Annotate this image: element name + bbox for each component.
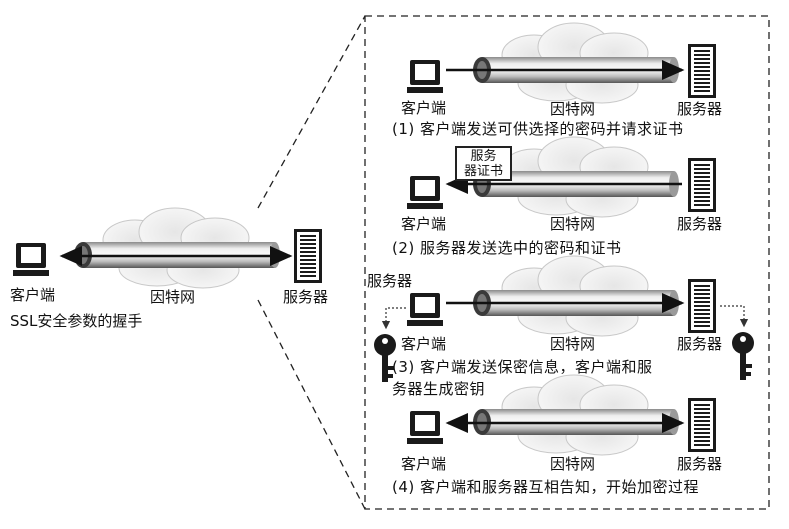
step2-internet-label: 因特网 (550, 215, 596, 233)
step1-pipe (472, 22, 680, 104)
step3-client-label: 客户端 (401, 335, 447, 353)
main-client-label: 客户端 (10, 286, 56, 304)
step4-client-label: 客户端 (401, 455, 447, 473)
key-icon-right (732, 332, 754, 380)
step3-caption-line-1: (3) 客户端发送保密信息，客户端和服 (392, 358, 653, 376)
computer-icon (13, 243, 49, 276)
step3-server-icon (687, 278, 717, 334)
key-link-right (720, 305, 749, 328)
step1-internet-label: 因特网 (550, 100, 596, 118)
key-link-left (381, 307, 406, 330)
step1-server-label: 服务器 (677, 100, 723, 118)
cert-line-2: 器证书 (463, 164, 503, 179)
step4-pipe (472, 374, 680, 456)
detail-dashed-box (364, 15, 770, 510)
step1-computer-icon (407, 60, 443, 93)
step4-caption: (4) 客户端和服务器互相告知，开始加密过程 (392, 478, 700, 496)
server-icon (293, 228, 323, 284)
step3-computer-icon (407, 293, 443, 326)
callout-line-bottom (257, 299, 366, 510)
step2-server-label: 服务器 (677, 215, 723, 233)
step4-computer-icon (407, 411, 443, 444)
diagram-title: SSL安全参数的握手 (10, 312, 143, 330)
main-pipe (73, 207, 281, 289)
step1-server-icon (687, 43, 717, 99)
step1-client-label: 客户端 (401, 99, 447, 117)
step1-caption: (1) 客户端发送可供选择的密码并请求证书 (392, 120, 684, 138)
step4-internet-label: 因特网 (550, 455, 596, 473)
step2-computer-icon (407, 176, 443, 209)
step3-internet-label: 因特网 (550, 335, 596, 353)
step3-caption-line-2: 务器生成密钥 (392, 380, 486, 398)
step2-server-icon (687, 157, 717, 213)
step4-server-label: 服务器 (677, 455, 723, 473)
main-server-label: 服务器 (283, 288, 329, 306)
step2-client-label: 客户端 (401, 215, 447, 233)
cert-line-1: 服务 (470, 149, 497, 164)
step4-server-icon (687, 397, 717, 453)
callout-line-top (257, 15, 366, 209)
step3-server-label: 服务器 (677, 335, 723, 353)
step2-caption: (2) 服务器发送选中的密码和证书 (392, 239, 622, 257)
server-certificate-box: 服务 器证书 (455, 146, 512, 181)
step3-pipe (472, 255, 680, 337)
step3-server-side-label: 服务器 (367, 272, 413, 290)
main-internet-label: 因特网 (150, 288, 196, 306)
